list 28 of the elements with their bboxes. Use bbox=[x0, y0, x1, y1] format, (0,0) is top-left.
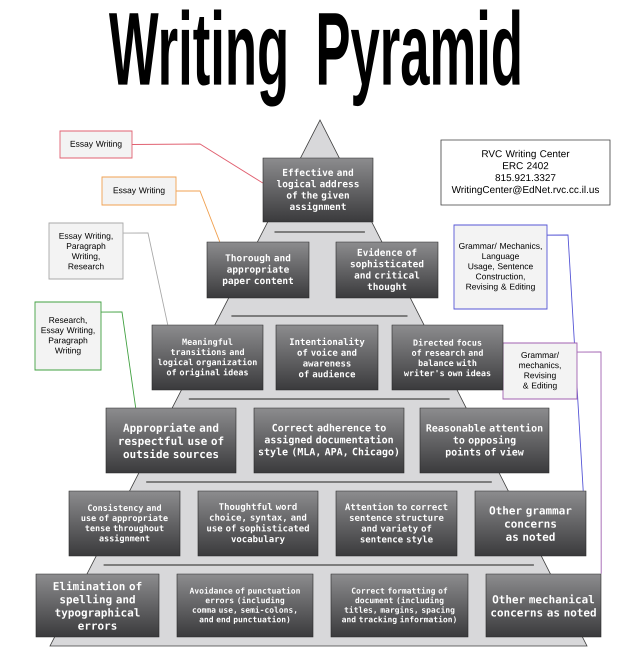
connector-line bbox=[132, 144, 264, 184]
pyramid-step-box: Meaningful transitions and logical organization of original ideas bbox=[152, 324, 264, 390]
pyramid-step-box: Evidence of sophisticated and critical thought bbox=[336, 242, 438, 298]
pyramid-step-box: Other mechanical concerns as noted bbox=[486, 574, 602, 638]
connector-line bbox=[176, 190, 220, 242]
connector-line bbox=[122, 232, 168, 326]
callout-box: Essay Writing bbox=[60, 130, 132, 158]
pyramid-step-box: Thoughtful word choice, syntax, and use of sophisticated vocabulary bbox=[198, 490, 318, 556]
callout-box: Grammar/ Mechanics, Language Usage, Sentence Construction, Revising & Editing bbox=[454, 224, 548, 310]
pyramid-step-box: Other grammar concerns as noted bbox=[474, 490, 586, 556]
pyramid-step-box: Correct adherence to assigned documentation style (MLA, APA, Chicago) bbox=[254, 408, 404, 474]
pyramid-step-box: Intentionality of voice and awareness of audience bbox=[276, 324, 378, 390]
callout-box: Grammar/ mechanics, Revising & Editing bbox=[502, 342, 578, 400]
pyramid-step-box: Consistency and use of appropriate tense throughout assignment bbox=[68, 490, 180, 556]
pyramid-step-box: Directed focus of research and balance with writer's own ideas bbox=[392, 324, 504, 390]
pyramid-step-box: Elimination of spelling and typographical errors bbox=[36, 574, 160, 638]
pyramid-step-box: Reasonable attention to opposing points of view bbox=[420, 408, 550, 474]
callout-box: Essay Writing, Paragraph Writing, Research bbox=[48, 222, 124, 280]
contact-info-box: RVC Writing Center ERC 2402 815.921.3327 WritingCenter@EdNet.rvc.cc.il.us bbox=[440, 140, 610, 206]
callout-box: Research, Essay Writing, Paragraph Writing bbox=[34, 302, 102, 370]
callout-box: Essay Writing bbox=[102, 176, 176, 206]
pyramid-step-box: Appropriate and respectful use of outside sources bbox=[106, 408, 236, 474]
connector-line bbox=[576, 352, 602, 574]
pyramid-step-box: Thorough and appropriate paper content bbox=[206, 242, 310, 298]
connector-line bbox=[100, 312, 136, 408]
pyramid-step-box: Effective and logical address of the given assignment bbox=[262, 158, 374, 222]
title: Writing Pyramid bbox=[109, 10, 520, 107]
pyramid-step-box: Attention to correct sentence structure and variety of sentence style bbox=[336, 490, 458, 556]
